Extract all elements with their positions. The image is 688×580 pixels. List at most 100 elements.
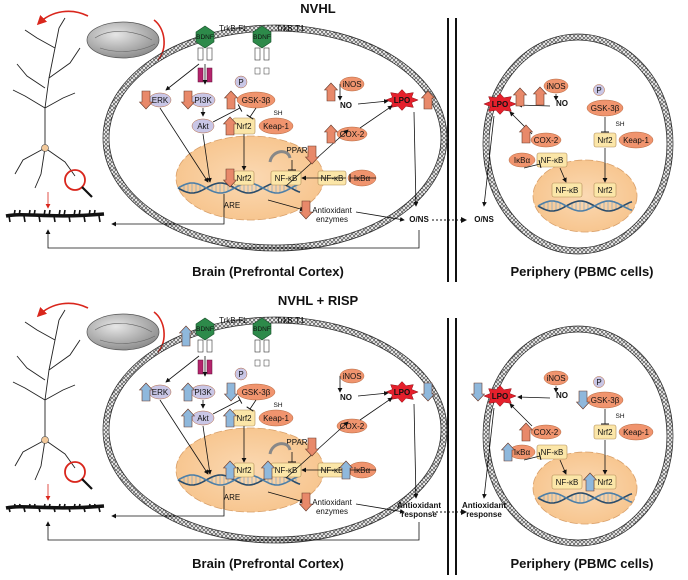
- nrf2-nuclear-node-label: Nrf2: [236, 174, 252, 183]
- nrf2-change-arrow: [222, 408, 238, 428]
- magnifier-icon: [64, 169, 93, 198]
- cox2-node: COX-2: [336, 126, 368, 142]
- pbmc-ikb-change-arrow: [500, 442, 516, 462]
- pbmc-nrf2-nuclear-node: Nrf2: [593, 474, 617, 490]
- nfkb-change-arrow: [260, 460, 276, 480]
- ons-feedback-arrow: [45, 521, 420, 541]
- pbmc-cox2-node-bg: [530, 424, 562, 440]
- cox-to-lpo-arrow: [359, 105, 393, 129]
- ikb-inhibits-nfkb: [349, 174, 376, 182]
- pbmc-nrf2-cyto-node-box: [593, 132, 617, 148]
- keap1-node-label: Keap-1: [263, 414, 289, 423]
- erk-to-dna-arrow: [159, 399, 209, 475]
- pbmc-inos-node-bg: [543, 78, 569, 94]
- p-node-bg: [234, 367, 248, 381]
- sh-label: SH: [273, 402, 282, 409]
- antiox-change-arrow: [298, 492, 314, 512]
- rat-brain-illustration: [36, 302, 165, 353]
- pbmc-lpo-to-ons: [482, 115, 495, 207]
- ppar-inhibits-nfkb: [288, 160, 296, 171]
- pbmc-nfkb-nuclear-node: NF-κB: [551, 182, 583, 198]
- pbmc-nfkb-nuclear-node-label: NF-κB: [556, 478, 579, 487]
- receptor-label: TrkB-T1: [276, 24, 305, 33]
- lpo-change-arrow: [420, 90, 436, 110]
- pbmc-p-node-bg: [593, 84, 605, 96]
- akt-node-label: Akt: [197, 122, 209, 131]
- pbmc-nrf2-cyto-node: Nrf2: [593, 424, 617, 440]
- pbmc-gsk3b-node-label: GSK-3β: [591, 396, 620, 405]
- trkb-to-erk-arrow: [165, 63, 200, 91]
- ppar-inhibits-nfkb: [288, 452, 296, 463]
- pbmc-ikb-inhibits: [523, 159, 542, 169]
- pbmc-ikba-node-label: IκBα: [514, 156, 531, 165]
- cox2-node-label: COX-2: [340, 130, 365, 139]
- pbmc-nfkb-cyto-node-box: [536, 152, 568, 168]
- pbmc-ons-label-line: O/NS: [474, 215, 494, 224]
- pbmc-gsk-inhibits-nrf2: [601, 409, 609, 425]
- pbmc-lpo-burst-label: LPO: [492, 100, 508, 109]
- pbmc-nrf2-nuclear-node-label: Nrf2: [597, 186, 613, 195]
- gsk3b-node: GSK-3β: [236, 383, 276, 401]
- pbmc-nfkb-cyto-node: NF-κB: [536, 152, 568, 168]
- red-curved-arrow: [36, 302, 89, 318]
- inos-change-arrow: [323, 82, 339, 102]
- bdnf-label: BDNF: [253, 34, 271, 41]
- nrf2-nuclear-node: Nrf2: [233, 170, 255, 186]
- pbmc-lpo-burst: LPO: [483, 385, 517, 407]
- pbmc-ikb-inhibits: [523, 451, 542, 461]
- bdnf-change-arrow: [178, 325, 194, 347]
- are-to-antiox-arrow: [267, 491, 305, 504]
- pbmc-inos-node-label: iNOS: [546, 82, 565, 91]
- antiox-to-ons-arrow: [355, 503, 405, 514]
- cox2-node: COX-2: [336, 418, 368, 434]
- pbmc-sh-label: SH: [615, 121, 624, 128]
- keap1-node: Keap-1: [258, 117, 294, 135]
- nfkb-nuclear-node: NF-κB: [270, 170, 302, 186]
- pbmc-gsk3b-node-label: GSK-3β: [591, 104, 620, 113]
- keap1-node: Keap-1: [258, 409, 294, 427]
- gsk-inhibits-nrf2: [246, 399, 257, 412]
- pbmc-keap1-node-bg: [618, 423, 654, 441]
- ppar-curve: [268, 150, 292, 163]
- pbmc-nfkb-translocation: [559, 459, 567, 475]
- pbmc-nfkb-cyto-node-label: NF-κB: [541, 448, 564, 457]
- lpo-burst-label: LPO: [394, 388, 410, 397]
- akt-node-label: Akt: [197, 414, 209, 423]
- ppar-change-arrow: [304, 437, 320, 457]
- pbmc-ikba-node-label: IκBα: [514, 448, 531, 457]
- pbmc-nrf2n-change-arrow: [582, 472, 598, 492]
- pbmc-gsk-inhibits-nrf2: [601, 117, 609, 133]
- gsk-change-arrow: [223, 382, 239, 402]
- pbmc-nuclear-envelope: [532, 451, 638, 525]
- brain-section-label: Brain (Prefrontal Cortex): [192, 264, 344, 279]
- gsk-change-arrow: [223, 90, 239, 110]
- cox-to-lpo-arrow: [359, 397, 393, 421]
- pbmc-lpo-change-arrow: [470, 382, 486, 402]
- pbmc-nfkb-nuclear-node-label: NF-κB: [556, 186, 579, 195]
- pi3k-change-arrow: [180, 382, 196, 402]
- pbmc-p-node-bg: [593, 376, 605, 388]
- panel-title: NVHL + RISP: [278, 293, 359, 308]
- gsk3b-node-label: GSK-3β: [242, 388, 271, 397]
- inos-node: iNOS: [339, 76, 365, 92]
- pbmc-nucleus: [532, 159, 638, 233]
- trkb-t1-receptor: BDNF TrkB-T1: [252, 24, 305, 75]
- pbmc-p-node-label: P: [596, 378, 601, 387]
- pbmc-nfkb-nuclear-node-box: [551, 182, 583, 198]
- inos-node-label: iNOS: [342, 372, 361, 381]
- pbmc-no-label: NO: [556, 391, 568, 400]
- akt-node: Akt: [191, 118, 215, 134]
- nrf2n-change-arrow: [222, 168, 238, 188]
- pi3k-change-arrow: [180, 90, 196, 110]
- antioxidant-label-line: enzymes: [316, 215, 348, 224]
- erk-to-dna-arrow: [159, 107, 209, 183]
- pbmc-keap1-node: Keap-1: [618, 131, 654, 149]
- erk-node-label: ERK: [152, 96, 169, 105]
- panel-title: NVHL: [300, 1, 335, 16]
